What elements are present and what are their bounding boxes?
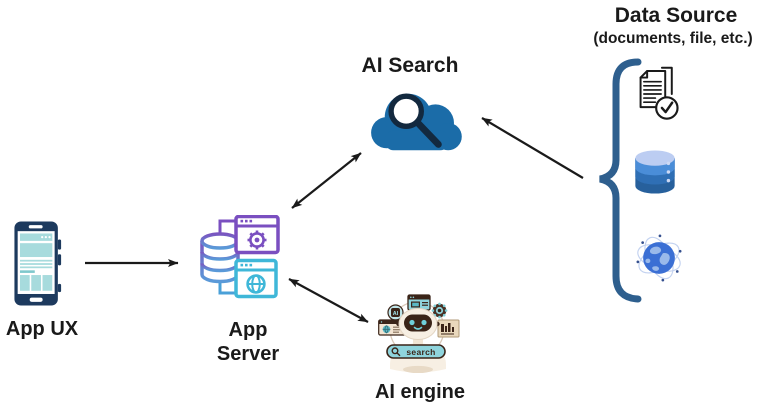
magnifier-icon	[388, 93, 442, 148]
gear-mini-icon	[431, 302, 448, 319]
browser-mini-icon	[407, 294, 431, 311]
app-server-label-line2: Server	[216, 343, 280, 365]
ai-engine-label: AI engine	[374, 381, 465, 403]
data-source-subtitle: (documents, file, etc.)	[593, 30, 753, 47]
globe-network-nodes	[636, 234, 682, 282]
document-check-icon	[639, 66, 679, 120]
ai-badge-icon: AI	[387, 304, 404, 321]
app-server-icon	[200, 215, 280, 299]
robot-search-icon: AI	[378, 294, 460, 373]
ai-badge-text: AI	[393, 311, 399, 317]
cloud-search-icon	[371, 93, 462, 151]
globe-network-icon	[636, 234, 682, 282]
arrow-data-source-to-ai-search	[481, 117, 584, 179]
globe-icon	[246, 274, 266, 294]
gear-icon	[247, 230, 267, 250]
database-icon	[635, 150, 675, 194]
data-doc-mini-icon	[437, 319, 460, 338]
check-mark	[660, 101, 674, 114]
ai-search-label: AI Search	[361, 54, 459, 77]
search-bar-text: search	[406, 347, 435, 357]
search-bar: search	[386, 344, 446, 359]
globe-continents	[645, 246, 670, 271]
curly-brace	[599, 58, 642, 303]
arrow-app-server-ai-search	[291, 152, 362, 209]
robot-head	[396, 308, 440, 340]
search-icon	[391, 347, 401, 357]
data-source-title: Data Source	[614, 4, 738, 27]
app-ux-label: App UX	[5, 318, 79, 340]
arrow-app-server-ai-engine	[288, 278, 369, 323]
app-server-label-line1: App	[228, 319, 268, 341]
smartphone-icon	[14, 221, 62, 306]
